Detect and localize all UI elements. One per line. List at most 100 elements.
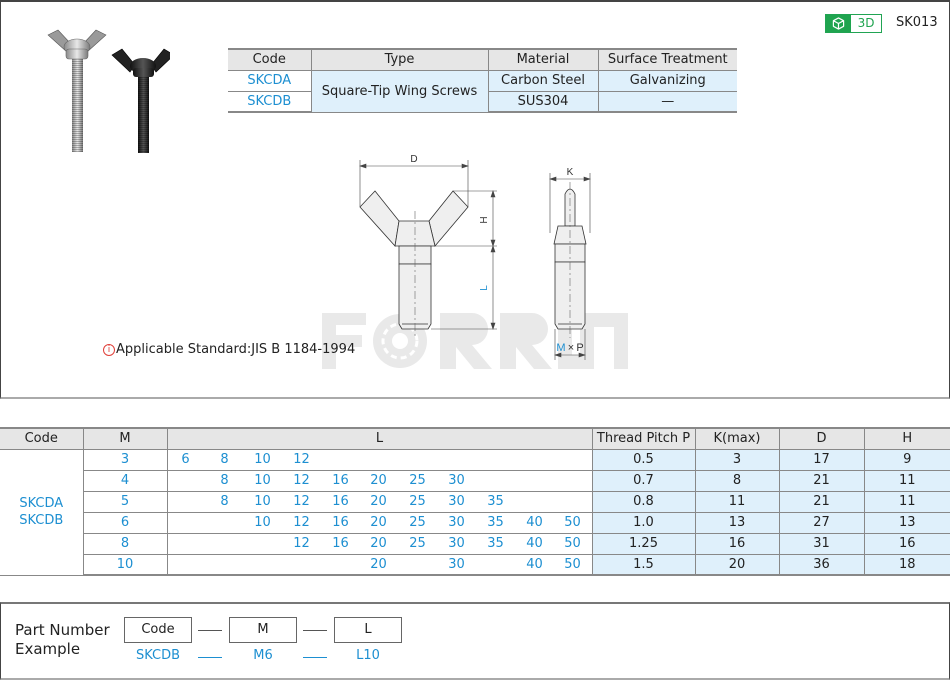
example-dash: [198, 657, 222, 658]
type-cell: Square-Tip Wing Screws: [310, 70, 488, 113]
material-cell: Carbon Steel: [487, 70, 598, 92]
l-value[interactable]: 25: [409, 514, 426, 530]
k-value: 16: [694, 533, 779, 555]
d-value: 21: [778, 491, 864, 513]
l-value[interactable]: 16: [332, 535, 349, 551]
code-link[interactable]: SKCDB: [19, 513, 64, 528]
l-value[interactable]: 16: [332, 472, 349, 488]
code-link[interactable]: SKCDA: [19, 496, 64, 511]
l-value[interactable]: 30: [448, 472, 465, 488]
l-value[interactable]: 25: [409, 493, 426, 509]
l-values: 10 12 16 20 25 30 35 40 50: [166, 512, 592, 534]
m-value[interactable]: 10: [82, 554, 167, 576]
l-value[interactable]: 40: [526, 556, 543, 572]
code-field-box: Code: [124, 617, 192, 643]
h-value: 11: [863, 491, 950, 513]
l-value[interactable]: 6: [181, 451, 190, 467]
col-material: Material: [487, 48, 598, 71]
d-value: 27: [778, 512, 864, 534]
l-value[interactable]: 35: [487, 493, 504, 509]
part-number-example-panel: Part Number Example Code M L SKCDB M6 L1…: [0, 602, 950, 680]
l-value[interactable]: 20: [370, 535, 387, 551]
l-values: 20 30 40 50: [166, 554, 592, 576]
table-row: 8 12 16 20 25 30 35 40 50 1.25 16 31 16: [0, 533, 950, 555]
l-value[interactable]: 30: [448, 535, 465, 551]
k-value: 8: [694, 470, 779, 492]
col-code: Code: [228, 48, 311, 71]
surface-cell: —: [597, 91, 737, 113]
l-value[interactable]: 12: [293, 493, 310, 509]
l-value[interactable]: 35: [487, 514, 504, 530]
l-value[interactable]: 50: [564, 556, 581, 572]
col-k: K(max): [694, 427, 779, 450]
table-row: 5 8 10 12 16 20 25 30 35 0.8 11 21 11: [0, 491, 950, 513]
pitch-value: 0.5: [591, 449, 695, 471]
technical-drawing: D H L K M × P: [359, 154, 591, 360]
m-field-box: M: [229, 617, 297, 643]
code-link[interactable]: SKCDA: [228, 70, 311, 92]
l-value[interactable]: 20: [370, 472, 387, 488]
l-value[interactable]: 12: [293, 535, 310, 551]
m-value[interactable]: 5: [82, 491, 167, 513]
m-value[interactable]: 6: [82, 512, 167, 534]
table-row: 4 8 10 12 16 20 25 30 0.7 8 21 11: [0, 470, 950, 492]
l-field-box: L: [334, 617, 402, 643]
separator-dash: [198, 630, 222, 631]
col-l: L: [166, 427, 592, 450]
l-value[interactable]: 10: [254, 493, 271, 509]
part-number-title: Part Number Example: [15, 621, 110, 659]
3d-model-button[interactable]: 3D: [825, 14, 882, 33]
pitch-value: 0.7: [591, 470, 695, 492]
l-value[interactable]: 10: [254, 472, 271, 488]
l-value[interactable]: 16: [332, 514, 349, 530]
l-value[interactable]: 25: [409, 472, 426, 488]
l-value[interactable]: 12: [293, 514, 310, 530]
dim-label-h: H: [479, 216, 490, 223]
code-link[interactable]: SKCDB: [228, 91, 311, 113]
k-value: 13: [694, 512, 779, 534]
l-value[interactable]: 12: [293, 451, 310, 467]
l-value[interactable]: 8: [220, 493, 229, 509]
table-row: SKCDB SUS304 —: [228, 91, 737, 113]
dim-label-k: K: [567, 167, 574, 178]
l-value[interactable]: 50: [564, 514, 581, 530]
l-values: 12 16 20 25 30 35 40 50: [166, 533, 592, 555]
l-value[interactable]: 20: [370, 493, 387, 509]
example-dash: [303, 657, 327, 658]
surface-cell: Galvanizing: [597, 70, 737, 92]
info-icon: i: [103, 343, 115, 356]
l-value[interactable]: 50: [564, 535, 581, 551]
cube-icon: [826, 15, 851, 32]
example-l: L10: [356, 648, 380, 663]
l-value[interactable]: 25: [409, 535, 426, 551]
code-cell: SKCDA SKCDB: [0, 449, 83, 576]
m-value[interactable]: 3: [82, 449, 167, 471]
m-value[interactable]: 8: [82, 533, 167, 555]
dimension-table: Code M L Thread Pitch P K(max) D H SKCDA…: [0, 427, 950, 576]
h-value: 18: [863, 554, 950, 576]
l-value[interactable]: 12: [293, 472, 310, 488]
l-value[interactable]: 10: [254, 451, 271, 467]
l-value[interactable]: 35: [487, 535, 504, 551]
l-value[interactable]: 30: [448, 493, 465, 509]
l-value[interactable]: 40: [526, 514, 543, 530]
l-value[interactable]: 20: [370, 514, 387, 530]
l-value[interactable]: 30: [448, 514, 465, 530]
k-value: 3: [694, 449, 779, 471]
l-value[interactable]: 8: [220, 451, 229, 467]
col-h: H: [863, 427, 950, 450]
title-line-2: Example: [15, 640, 81, 658]
l-value[interactable]: 8: [220, 472, 229, 488]
pitch-value: 1.25: [591, 533, 695, 555]
l-values: 6 8 10 12: [166, 449, 592, 471]
l-value[interactable]: 40: [526, 535, 543, 551]
col-surface: Surface Treatment: [597, 48, 737, 71]
m-value[interactable]: 4: [82, 470, 167, 492]
spec-table-header: Code Type Material Surface Treatment: [228, 48, 737, 71]
l-value[interactable]: 10: [254, 514, 271, 530]
example-m: M6: [253, 648, 273, 663]
l-value[interactable]: 20: [370, 556, 387, 572]
l-value[interactable]: 30: [448, 556, 465, 572]
h-value: 11: [863, 470, 950, 492]
l-value[interactable]: 16: [332, 493, 349, 509]
